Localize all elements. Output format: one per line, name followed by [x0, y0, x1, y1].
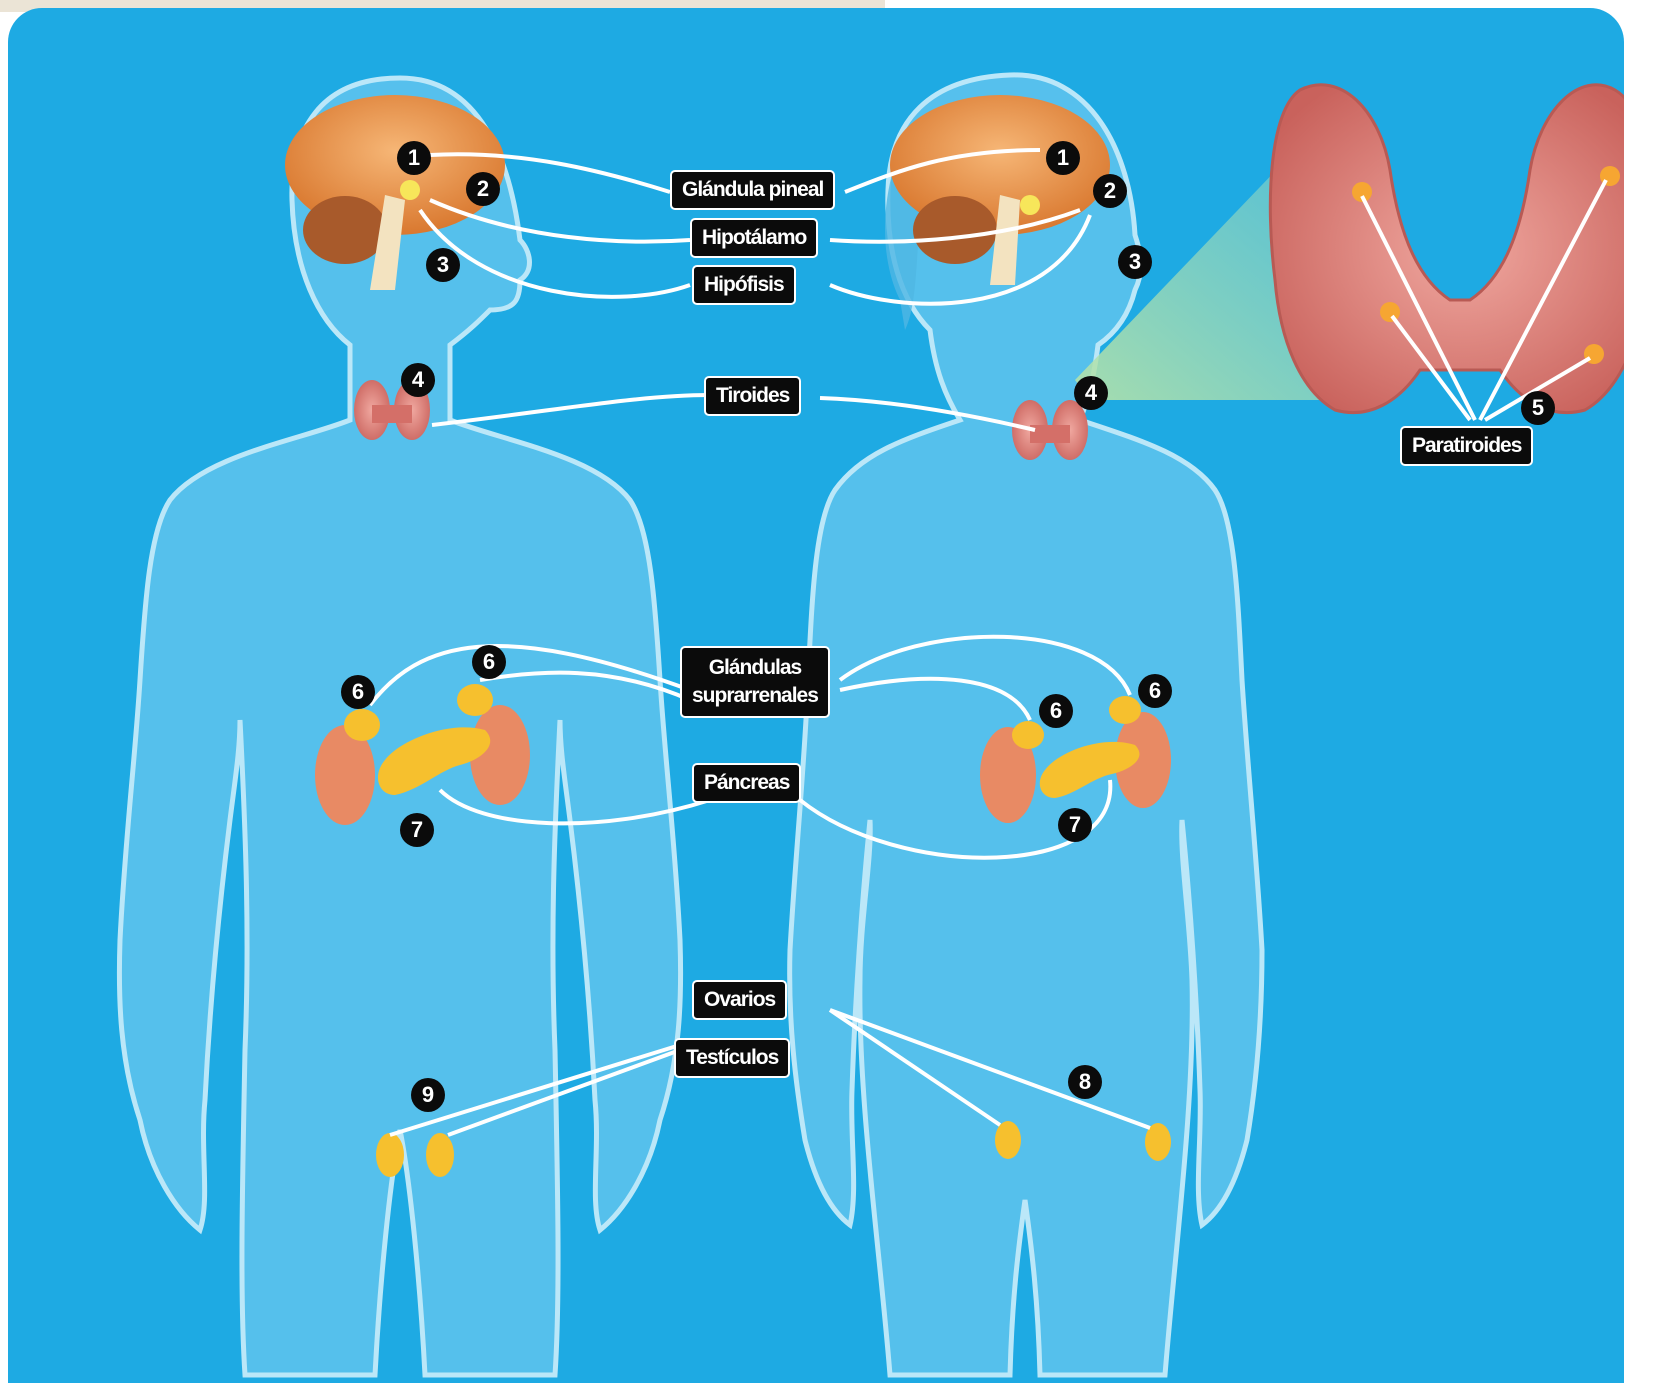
marker-4-female: 4	[1074, 376, 1108, 410]
diagram-panel: Glándula pineal Hipotálamo Hipófisis Tir…	[8, 8, 1624, 1383]
label-suprarrenales: Glándulas suprarrenales	[680, 646, 830, 718]
label-ovarios: Ovarios	[692, 980, 787, 1020]
marker-1-male: 1	[397, 141, 431, 175]
marker-6-female-b: 6	[1138, 674, 1172, 708]
marker-2-female: 2	[1093, 174, 1127, 208]
label-tiroides: Tiroides	[704, 376, 801, 416]
label-pineal: Glándula pineal	[670, 170, 835, 210]
male-silhouette	[119, 78, 680, 1375]
marker-9: 9	[411, 1078, 445, 1112]
label-hipofisis: Hipófisis	[692, 265, 796, 305]
marker-4-male: 4	[401, 363, 435, 397]
marker-6-female-a: 6	[1039, 694, 1073, 728]
label-pancreas: Páncreas	[692, 763, 801, 803]
marker-7-female: 7	[1058, 808, 1092, 842]
label-suprarrenales-line2: suprarrenales	[692, 682, 818, 710]
marker-1-female: 1	[1046, 141, 1080, 175]
marker-5: 5	[1521, 391, 1555, 425]
marker-6-male-a: 6	[341, 675, 375, 709]
marker-8: 8	[1068, 1065, 1102, 1099]
marker-6-male-b: 6	[472, 645, 506, 679]
label-paratiroides: Paratiroides	[1400, 426, 1533, 466]
label-hipotalamo: Hipotálamo	[690, 218, 818, 258]
marker-2-male: 2	[466, 172, 500, 206]
label-testiculos: Testículos	[674, 1038, 790, 1078]
marker-3-male: 3	[426, 248, 460, 282]
label-suprarrenales-line1: Glándulas	[692, 654, 818, 682]
marker-7-male: 7	[400, 813, 434, 847]
marker-3-female: 3	[1118, 245, 1152, 279]
